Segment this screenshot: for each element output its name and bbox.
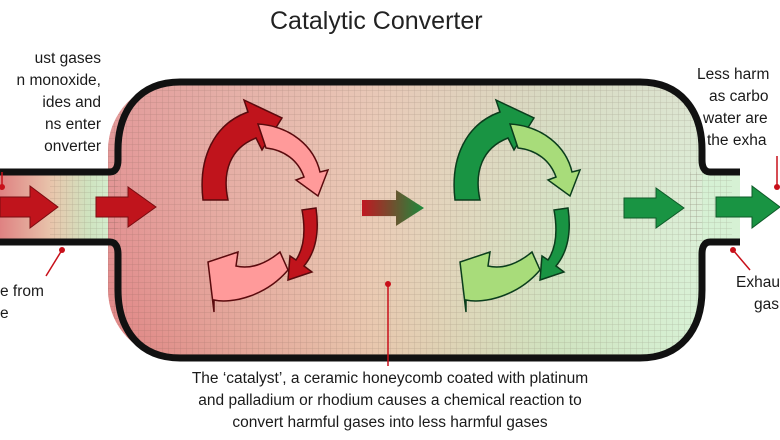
outlet-label-line: water are — [703, 110, 768, 127]
outlet-label-line: Less harm — [697, 66, 770, 83]
catalyst-description: The ‘catalyst’, a ceramic honeycomb coat… — [150, 368, 630, 434]
converter-shell — [0, 78, 740, 362]
pipe-label-line: e from — [0, 283, 44, 300]
inlet-label-line: ides and — [42, 94, 101, 111]
outlet-gases-label: Less harm as carbo water are the exha — [697, 64, 769, 152]
pipe-label-line: e — [0, 305, 9, 322]
diagram-title: Catalytic Converter — [270, 7, 483, 35]
inlet-arrow-icon — [0, 185, 59, 229]
outlet-arrow-icon — [715, 185, 780, 229]
pointer-lines — [0, 156, 780, 366]
entry-arrow-icon — [95, 186, 157, 228]
harmful-cycle-icon — [201, 98, 330, 313]
inlet-label-line: ns enter — [44, 116, 101, 133]
exit-arrow-icon — [623, 187, 685, 229]
description-line: The ‘catalyst’, a ceramic honeycomb coat… — [191, 370, 589, 387]
inlet-gases-label: ust gases n monoxide, ides and ns enter … — [17, 48, 101, 158]
inlet-label-line: ust gases — [34, 50, 101, 67]
exhaust-label: Exhau gas — [736, 272, 780, 316]
outlet-label-line: the exha — [707, 132, 767, 149]
outlet-label-line: as carbo — [709, 88, 769, 105]
pipe-from-label: e from e — [0, 281, 44, 325]
exhaust-label-line: Exhau — [736, 274, 780, 291]
transition-arrow-icon — [362, 190, 424, 226]
inlet-label-line: n monoxide, — [16, 72, 101, 89]
less-harmful-cycle-icon — [453, 98, 582, 313]
flow-arrows — [0, 185, 780, 229]
inlet-label-line: onverter — [44, 138, 101, 155]
description-line: and palladium or rhodium causes a chemic… — [198, 392, 582, 409]
exhaust-label-line: gas — [754, 296, 779, 313]
description-line: convert harmful gases into less harmful … — [232, 414, 548, 431]
